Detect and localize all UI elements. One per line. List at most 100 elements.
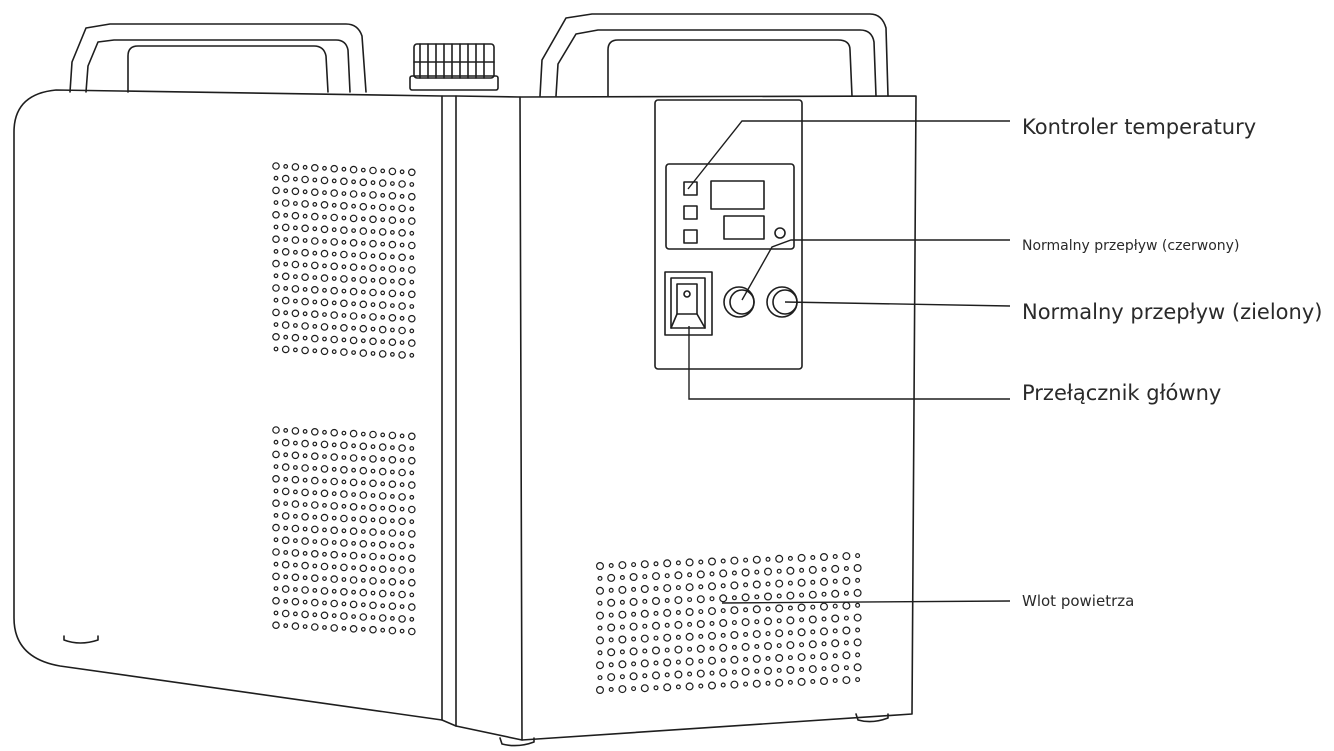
vent-hole xyxy=(409,543,415,549)
vent-hole xyxy=(853,638,862,647)
vent-hole xyxy=(380,241,386,247)
temperature-display-upper xyxy=(710,180,765,210)
vent-hole xyxy=(293,465,298,470)
vent-hole xyxy=(390,567,395,572)
vent-hole xyxy=(272,450,280,459)
vent-hole xyxy=(281,345,290,354)
vent-hole xyxy=(330,262,339,271)
vent-hole xyxy=(378,540,387,549)
vent-hole xyxy=(310,549,319,558)
vent-hole xyxy=(595,636,604,645)
vent-hole xyxy=(322,336,327,342)
vent-hole xyxy=(283,261,289,267)
vent-hole xyxy=(855,602,861,608)
vent-hole xyxy=(380,579,386,584)
vent-hole xyxy=(301,175,309,184)
vent-hole xyxy=(310,310,319,319)
vent-hole xyxy=(407,192,416,201)
vent-hole xyxy=(341,577,347,582)
vent-hole xyxy=(640,560,649,569)
vent-hole xyxy=(331,300,337,306)
vent-hole xyxy=(398,517,406,526)
vent-hole xyxy=(842,676,851,685)
temperature-controller[interactable] xyxy=(665,163,795,250)
vent-hole xyxy=(819,652,828,661)
vent-hole xyxy=(322,312,327,318)
vent-hole xyxy=(359,613,368,621)
vent-hole xyxy=(349,600,358,609)
vent-hole xyxy=(763,666,772,675)
vent-hole xyxy=(831,564,840,573)
vent-hole xyxy=(351,301,357,307)
controller-indicator xyxy=(774,227,786,239)
vent-hole xyxy=(398,468,406,477)
vent-hole xyxy=(360,314,366,319)
vent-hole xyxy=(810,678,816,684)
controller-button-3[interactable] xyxy=(683,229,698,244)
vent-hole xyxy=(787,580,793,586)
controller-button-2[interactable] xyxy=(683,205,698,220)
controller-button-1[interactable] xyxy=(683,181,698,196)
vent-hole xyxy=(283,188,289,194)
vent-hole xyxy=(752,679,761,688)
vent-hole xyxy=(786,641,795,650)
vent-hole xyxy=(607,573,616,582)
vent-hole xyxy=(399,242,405,248)
vent-hole xyxy=(399,218,405,224)
vent-hole xyxy=(399,604,405,609)
vent-hole xyxy=(731,620,737,626)
vent-hole xyxy=(340,348,348,356)
vent-hole xyxy=(330,286,339,295)
vent-hole xyxy=(390,542,395,548)
vent-hole xyxy=(731,669,737,675)
vent-hole xyxy=(409,182,415,187)
vent-hole xyxy=(819,676,828,685)
vent-hole xyxy=(731,570,737,576)
vent-hole xyxy=(378,252,387,261)
vent-hole xyxy=(293,298,298,304)
vent-hole xyxy=(330,477,339,486)
vent-hole xyxy=(399,340,405,346)
vent-hole xyxy=(640,634,649,643)
vent-hole xyxy=(597,625,603,631)
vent-hole xyxy=(283,525,289,531)
vent-hole xyxy=(696,595,705,604)
vent-hole xyxy=(302,429,308,434)
vent-hole xyxy=(283,163,289,169)
vent-hole xyxy=(618,585,627,594)
vent-hole xyxy=(651,621,660,630)
vent-hole xyxy=(378,203,387,212)
vent-hole xyxy=(388,504,397,513)
vent-hole xyxy=(775,678,784,687)
main-switch[interactable] xyxy=(664,271,713,336)
vent-hole xyxy=(291,622,300,630)
vent-hole xyxy=(351,179,357,185)
vent-hole xyxy=(663,658,672,667)
vent-hole xyxy=(312,348,318,354)
label-main-switch: Przełącznik główny xyxy=(1022,381,1221,405)
vent-hole xyxy=(595,611,604,620)
vent-hole xyxy=(283,428,289,433)
vent-hole xyxy=(730,680,739,689)
vent-hole xyxy=(281,585,290,593)
vent-hole xyxy=(320,489,329,498)
vent-hole xyxy=(399,291,405,297)
vent-hole xyxy=(291,236,300,244)
vent-hole xyxy=(853,613,862,622)
vent-hole xyxy=(741,667,750,676)
vent-hole xyxy=(293,611,298,617)
vent-hole xyxy=(340,490,348,498)
vent-hole xyxy=(310,237,319,245)
vent-hole xyxy=(312,490,318,496)
vent-hole xyxy=(629,672,638,681)
vent-hole xyxy=(730,630,739,639)
vent-hole xyxy=(597,575,603,581)
vent-grille-lower xyxy=(272,426,416,636)
vent-hole xyxy=(322,238,327,244)
vent-hole xyxy=(341,215,347,221)
vent-hole xyxy=(291,451,300,460)
vent-hole xyxy=(388,265,397,273)
vent-hole xyxy=(399,193,405,199)
vent-hole xyxy=(685,682,694,691)
vent-hole xyxy=(331,349,337,355)
